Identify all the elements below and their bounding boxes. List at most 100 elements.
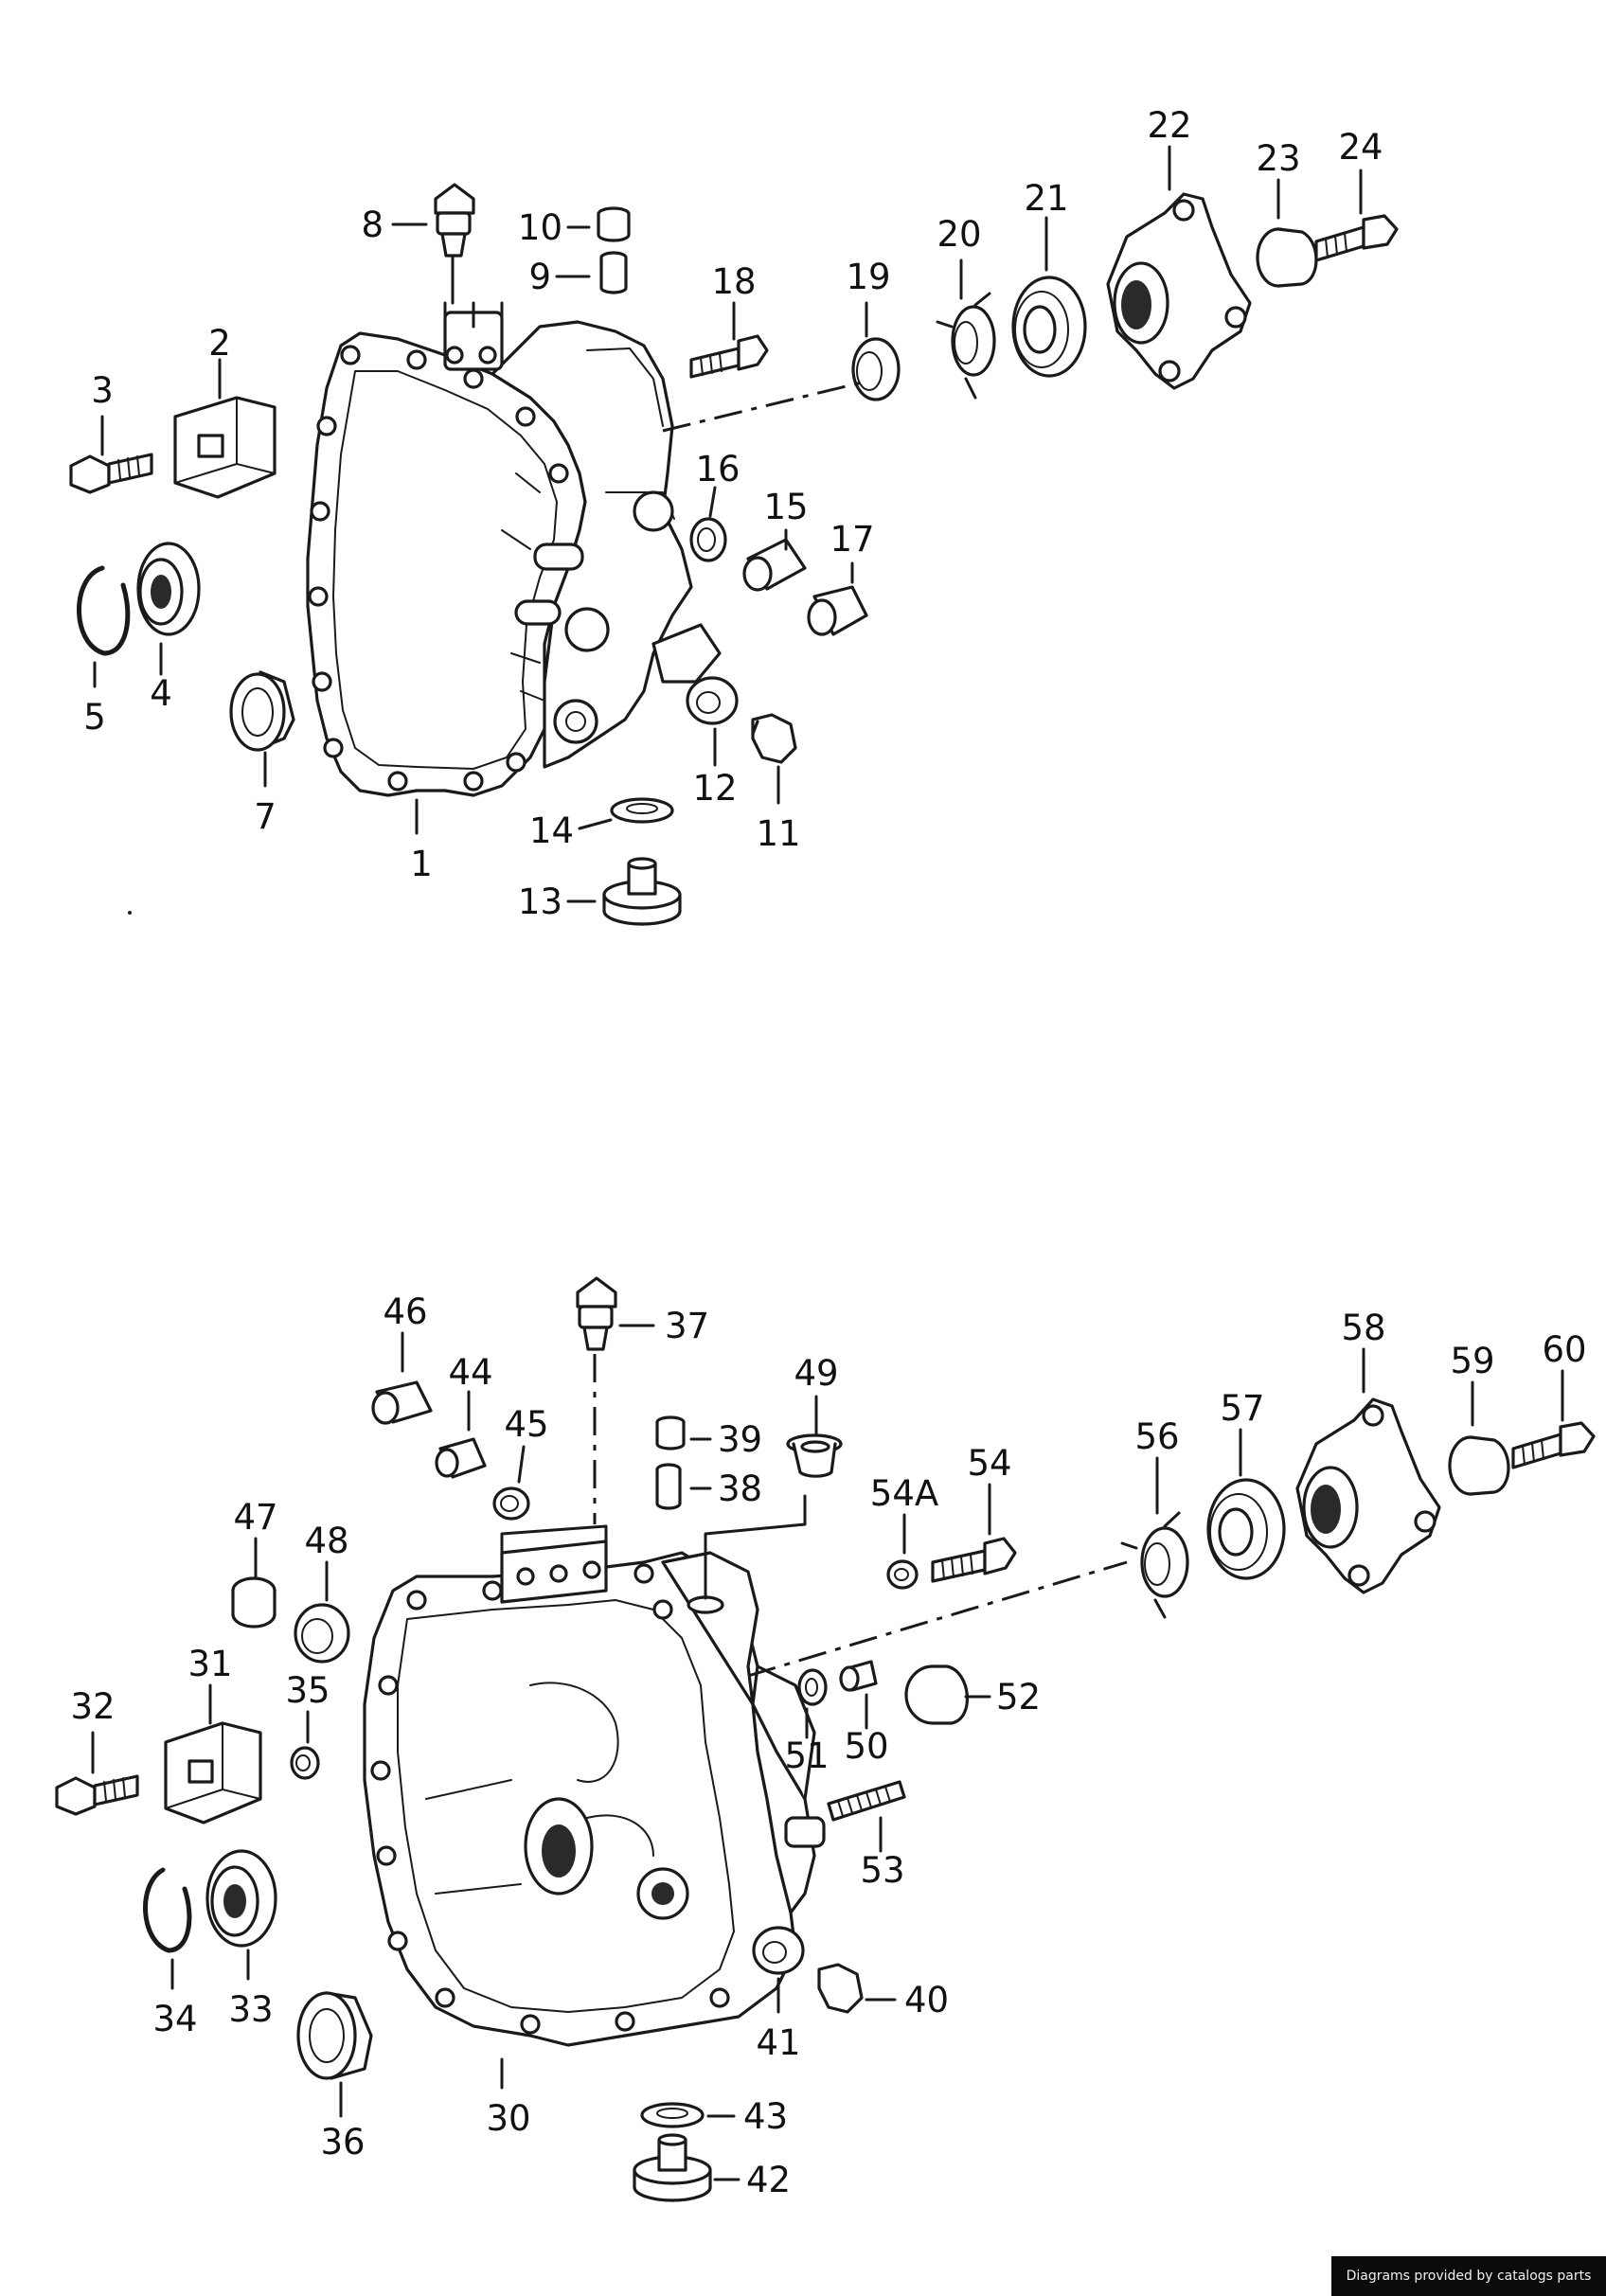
part-40-bolt [817,1963,897,2014]
part-46-plug [371,1331,433,1425]
part-44-plug [435,1390,487,1479]
housing-1-flange-bolts [308,345,569,792]
part-43-washer [640,2102,736,2128]
part-16-ring [689,486,727,562]
callout-24: 24 [1338,127,1383,168]
callout-14: 14 [529,810,574,851]
callout-47: 47 [233,1497,277,1538]
part-14-washer [578,797,674,830]
part-36-bearing [296,1991,373,2118]
part-3-bolt [69,415,153,494]
part-49-plug [786,1395,843,1478]
part-39-sleeve [655,1415,712,1451]
part-4-bearing [136,542,201,676]
part-54-bolt [931,1483,1017,1583]
callout-33: 33 [228,1989,273,2030]
part-2-mount [173,358,277,499]
part-58-flange [1295,1347,1441,1594]
callout-46: 46 [383,1291,427,1332]
callout-34: 34 [152,1999,197,2039]
callout-7: 7 [254,796,277,837]
part-10-cap [566,206,631,242]
part-9-sleeve [555,251,628,294]
part-47-plug [231,1537,277,1629]
part-41-washer [752,1926,805,2014]
callout-2: 2 [208,323,231,364]
callout-37: 37 [665,1306,709,1346]
part-7-bearing [229,670,295,788]
part-12-washer [686,676,739,767]
part-23-washer [1256,178,1318,288]
part-59-washer [1448,1380,1510,1496]
callout-22: 22 [1147,105,1191,146]
assembly-top: 1 2 3 4 5 7 8 9 10 11 12 13 14 15 16 17 … [69,105,1399,926]
part-1-transmission-housing [306,301,722,835]
callouts-bottom: 30 31 32 33 34 35 36 37 38 39 40 41 42 4… [70,1291,1586,2200]
callout-12: 12 [692,768,737,809]
part-56-clip [1120,1456,1189,1619]
part-20-clip [936,258,996,400]
callout-43: 43 [743,2096,788,2137]
callout-35: 35 [285,1670,330,1711]
callout-3: 3 [91,370,114,411]
callout-17: 17 [830,519,874,560]
callout-39: 39 [718,1419,762,1460]
assembly-bottom: 30 31 32 33 34 35 36 37 38 39 40 41 42 4… [55,1276,1596,2202]
part-54a-washer [886,1513,919,1590]
part-31-mount [164,1683,262,1824]
callout-19: 19 [846,257,890,297]
part-5-circlip [77,565,131,688]
part-8-sender [391,183,475,305]
callout-21: 21 [1024,178,1068,219]
callout-15: 15 [763,487,808,527]
part-60-bolt [1511,1369,1596,1469]
callout-56: 56 [1134,1416,1179,1457]
callout-38: 38 [718,1468,762,1509]
part-53-stud [827,1780,906,1853]
part-52-ring [904,1664,991,1725]
callout-36: 36 [320,2122,365,2163]
callout-54: 54 [967,1443,1011,1484]
callout-52: 52 [996,1677,1041,1718]
part-48-ring [294,1560,350,1664]
part-57-bearing [1206,1428,1286,1580]
callout-51: 51 [784,1735,829,1776]
part-17-plug [807,561,868,636]
part-45-ring [492,1445,530,1521]
part-38-sleeve [655,1463,712,1510]
part-11-bolt [751,713,797,805]
credit-footer: Diagrams provided by catalogs parts [1331,2256,1606,2296]
callout-50: 50 [844,1726,888,1767]
part-15-plug [742,528,807,592]
callout-1: 1 [410,844,433,884]
callout-18: 18 [711,261,756,302]
callout-58: 58 [1341,1308,1385,1348]
part-22-flange [1106,145,1252,390]
callout-16: 16 [695,449,740,489]
part-19-seal [851,301,901,401]
callouts-top: 1 2 3 4 5 7 8 9 10 11 12 13 14 15 16 17 … [83,105,1383,922]
callout-31: 31 [187,1644,232,1684]
callout-10: 10 [518,207,562,248]
stray-dot [128,911,132,915]
callout-23: 23 [1256,138,1300,179]
part-30-transmission-housing [363,1494,826,2090]
part-24-bolt [1314,169,1399,262]
callout-4: 4 [150,673,172,714]
callout-9: 9 [528,257,551,297]
part-51-ring [797,1668,828,1739]
part-13-drain-plug [566,857,682,926]
part-33-bearing [205,1849,277,1981]
callout-59: 59 [1450,1341,1494,1381]
callout-30: 30 [486,2098,530,2139]
callout-8: 8 [361,205,384,245]
part-21-bearing [1011,216,1087,378]
callout-13: 13 [518,881,562,922]
callout-53: 53 [860,1850,904,1891]
callout-45: 45 [504,1404,548,1445]
callout-5: 5 [83,697,106,738]
callout-48: 48 [304,1521,348,1561]
callout-54a: 54A [870,1473,938,1514]
part-42-drain-plug [633,2133,741,2202]
